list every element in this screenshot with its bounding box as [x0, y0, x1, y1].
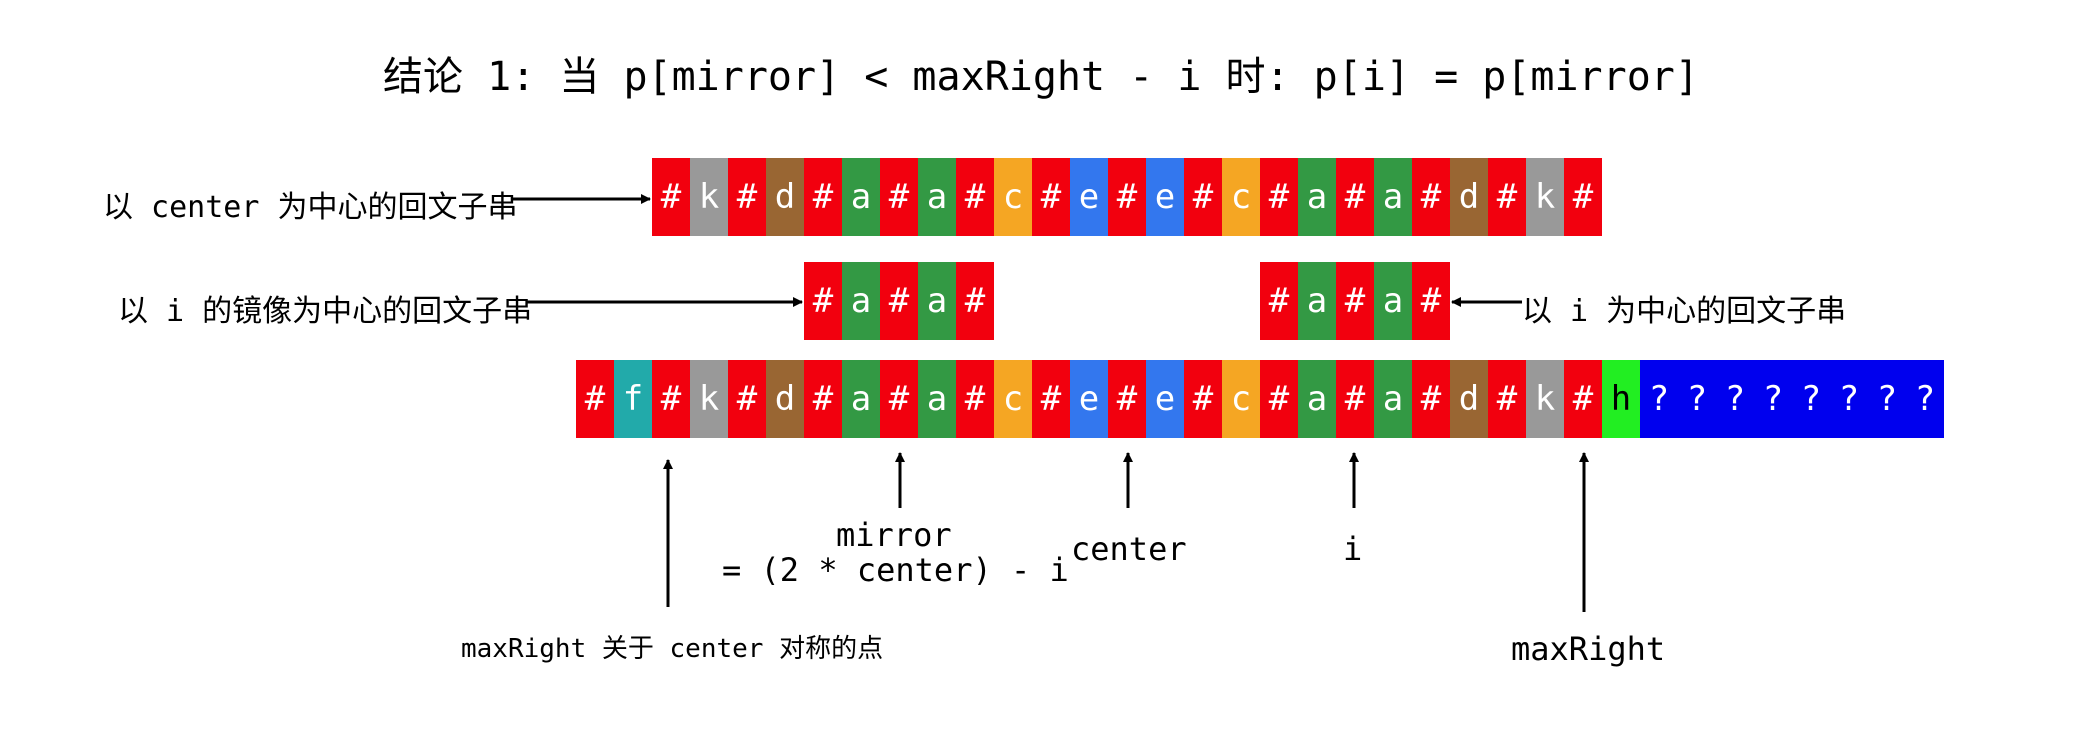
center-palindrome-cell-7: a	[918, 158, 956, 236]
full-string-cell-18: #	[1260, 360, 1298, 438]
i-palindrome-cell-2: #	[1336, 262, 1374, 340]
full-string-cell-2: #	[652, 360, 690, 438]
center-label: center	[1071, 530, 1187, 568]
center-palindrome-label: 以 center 为中心的回文子串	[103, 190, 518, 225]
i-palindrome-row: #a#a#	[1260, 262, 1450, 340]
center-palindrome-cell-5: a	[842, 158, 880, 236]
full-string-cell-3: k	[690, 360, 728, 438]
center-palindrome-cell-22: #	[1488, 158, 1526, 236]
full-string-cell-16: #	[1184, 360, 1222, 438]
center-palindrome-cell-1: k	[690, 158, 728, 236]
full-string-cell-11: c	[994, 360, 1032, 438]
mirror-palindrome-cell-0: #	[804, 262, 842, 340]
i-palindrome-label: 以 i 为中心的回文子串	[1522, 294, 1847, 329]
i-palindrome-cell-1: a	[1298, 262, 1336, 340]
mirror-palindrome-row: #a#a#	[804, 262, 994, 340]
full-string-cell-26: #	[1564, 360, 1602, 438]
center-palindrome-cell-3: d	[766, 158, 804, 236]
center-palindrome-cell-4: #	[804, 158, 842, 236]
full-string-cell-4: #	[728, 360, 766, 438]
center-palindrome-cell-9: c	[994, 158, 1032, 236]
mirror-palindrome-cell-2: #	[880, 262, 918, 340]
center-palindrome-cell-19: a	[1374, 158, 1412, 236]
maxright-label: maxRight	[1511, 630, 1666, 668]
full-string-cell-22: #	[1412, 360, 1450, 438]
full-string-cell-10: #	[956, 360, 994, 438]
mirror-palindrome-label: 以 i 的镜像为中心的回文子串	[118, 294, 533, 329]
full-string-cell-6: #	[804, 360, 842, 438]
center-palindrome-cell-21: d	[1450, 158, 1488, 236]
center-palindrome-cell-8: #	[956, 158, 994, 236]
full-string-cell-35: ?	[1906, 360, 1944, 438]
full-string-cell-25: k	[1526, 360, 1564, 438]
full-string-cell-7: a	[842, 360, 880, 438]
mirror-palindrome-cell-3: a	[918, 262, 956, 340]
center-palindrome-cell-2: #	[728, 158, 766, 236]
full-string-cell-15: e	[1146, 360, 1184, 438]
full-string-cell-8: #	[880, 360, 918, 438]
center-palindrome-cell-12: #	[1108, 158, 1146, 236]
full-string-cell-20: #	[1336, 360, 1374, 438]
full-string-cell-12: #	[1032, 360, 1070, 438]
mirror-palindrome-cell-4: #	[956, 262, 994, 340]
full-string-cell-27: h	[1602, 360, 1640, 438]
center-palindrome-cell-13: e	[1146, 158, 1184, 236]
full-string-cell-33: ?	[1830, 360, 1868, 438]
center-palindrome-row: #k#d#a#a#c#e#e#c#a#a#d#k#	[652, 158, 1602, 236]
full-string-cell-29: ?	[1678, 360, 1716, 438]
center-palindrome-cell-20: #	[1412, 158, 1450, 236]
full-string-cell-21: a	[1374, 360, 1412, 438]
full-string-cell-0: #	[576, 360, 614, 438]
center-palindrome-cell-15: c	[1222, 158, 1260, 236]
full-string-cell-23: d	[1450, 360, 1488, 438]
full-string-cell-34: ?	[1868, 360, 1906, 438]
full-string-cell-32: ?	[1792, 360, 1830, 438]
full-string-cell-17: c	[1222, 360, 1260, 438]
full-string-cell-30: ?	[1716, 360, 1754, 438]
maxright-symmetric-label: maxRight 关于 center 对称的点	[461, 634, 884, 664]
mirror-formula-label: = (2 * center) - i	[722, 551, 1069, 589]
center-palindrome-cell-16: #	[1260, 158, 1298, 236]
full-string-cell-14: #	[1108, 360, 1146, 438]
full-string-cell-13: e	[1070, 360, 1108, 438]
center-palindrome-cell-18: #	[1336, 158, 1374, 236]
full-string-cell-19: a	[1298, 360, 1336, 438]
full-string-cell-28: ?	[1640, 360, 1678, 438]
full-string-cell-24: #	[1488, 360, 1526, 438]
mirror-palindrome-cell-1: a	[842, 262, 880, 340]
center-palindrome-cell-23: k	[1526, 158, 1564, 236]
i-palindrome-cell-0: #	[1260, 262, 1298, 340]
center-palindrome-cell-24: #	[1564, 158, 1602, 236]
center-palindrome-cell-14: #	[1184, 158, 1222, 236]
full-string-cell-5: d	[766, 360, 804, 438]
i-palindrome-cell-3: a	[1374, 262, 1412, 340]
center-palindrome-cell-10: #	[1032, 158, 1070, 236]
center-palindrome-cell-11: e	[1070, 158, 1108, 236]
full-string-cell-9: a	[918, 360, 956, 438]
center-palindrome-cell-6: #	[880, 158, 918, 236]
center-palindrome-cell-17: a	[1298, 158, 1336, 236]
page-title: 结论 1: 当 p[mirror] < maxRight - i 时: p[i]…	[383, 54, 1699, 100]
i-label: i	[1343, 530, 1363, 568]
full-string-row: #f#k#d#a#a#c#e#e#c#a#a#d#k#h????????	[576, 360, 1944, 438]
mirror-label: mirror	[836, 516, 952, 554]
full-string-cell-31: ?	[1754, 360, 1792, 438]
i-palindrome-cell-4: #	[1412, 262, 1450, 340]
center-palindrome-cell-0: #	[652, 158, 690, 236]
full-string-cell-1: f	[614, 360, 652, 438]
